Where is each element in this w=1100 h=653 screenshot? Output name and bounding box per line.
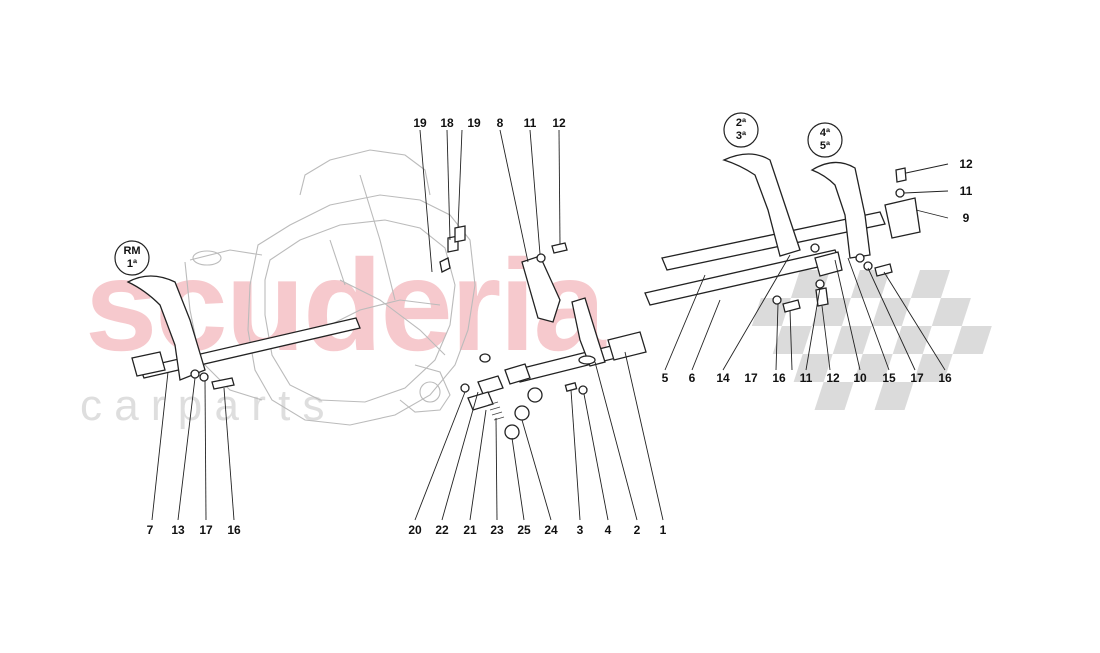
gear-badge-fourth-fifth: 4ª 5ª xyxy=(807,122,843,158)
callout-number: 17 xyxy=(910,371,924,385)
top-bracket-group xyxy=(439,225,568,323)
callout-number: 19 xyxy=(467,116,481,130)
callout-number: 23 xyxy=(490,523,504,537)
gear-badge-line1: RM xyxy=(123,245,140,257)
callout-number: 8 xyxy=(497,116,504,130)
watermark-tagline: c a r p a r t s xyxy=(80,381,325,430)
leader-lines xyxy=(151,129,949,521)
callout-number: 13 xyxy=(171,523,185,537)
right-selector-rods xyxy=(644,153,921,313)
callout-number: 6 xyxy=(689,371,696,385)
central-selector-shaft xyxy=(460,297,647,440)
callout-number: 5 xyxy=(662,371,669,385)
callout-number: 20 xyxy=(408,523,422,537)
gear-badge-line1: 2ª xyxy=(736,117,747,129)
gear-badge-second-third: 2ª 3ª xyxy=(723,112,759,148)
callout-number: 19 xyxy=(413,116,427,130)
callout-number: 3 xyxy=(577,523,584,537)
callout-number: 11 xyxy=(960,184,973,198)
callout-number: 17 xyxy=(744,371,758,385)
callout-number: 15 xyxy=(882,371,896,385)
callout-number: 12 xyxy=(959,157,973,171)
callout-number: 21 xyxy=(463,523,477,537)
callout-number: 22 xyxy=(435,523,449,537)
callout-number: 7 xyxy=(147,523,154,537)
callout-number: 17 xyxy=(199,523,213,537)
callout-number: 18 xyxy=(440,116,454,130)
callout-number: 11 xyxy=(524,116,537,130)
callout-number: 24 xyxy=(544,523,558,537)
callout-number: 16 xyxy=(227,523,241,537)
callouts-top-right: 12 11 9 xyxy=(959,157,973,225)
gear-badge-reverse-first: RM 1ª xyxy=(114,240,150,276)
callout-number: 12 xyxy=(826,371,840,385)
callout-number: 2 xyxy=(634,523,641,537)
gear-badge-line1: 4ª xyxy=(820,127,831,139)
reverse-first-selector xyxy=(126,275,361,390)
callout-number: 10 xyxy=(853,371,867,385)
callout-number: 25 xyxy=(517,523,531,537)
callout-number: 9 xyxy=(963,211,970,225)
checkered-flag-watermark xyxy=(751,270,992,410)
callout-number: 11 xyxy=(800,371,813,385)
callout-number: 14 xyxy=(716,371,730,385)
gear-badge-line2: 5ª xyxy=(820,140,831,152)
callouts-mid-right: 5 6 14 17 16 11 12 10 15 17 16 xyxy=(662,371,952,385)
callout-number: 16 xyxy=(772,371,786,385)
callouts-top-left: 19 18 19 8 11 12 xyxy=(413,116,566,130)
gear-badge-line2: 3ª xyxy=(736,130,747,142)
callout-number: 16 xyxy=(938,371,952,385)
callout-number: 12 xyxy=(552,116,566,130)
callout-number: 1 xyxy=(660,523,667,537)
gear-badge-line2: 1ª xyxy=(127,258,138,270)
callouts-bottom: 7 13 17 16 20 22 21 23 25 24 3 4 2 1 xyxy=(147,523,667,537)
callout-number: 4 xyxy=(605,523,612,537)
